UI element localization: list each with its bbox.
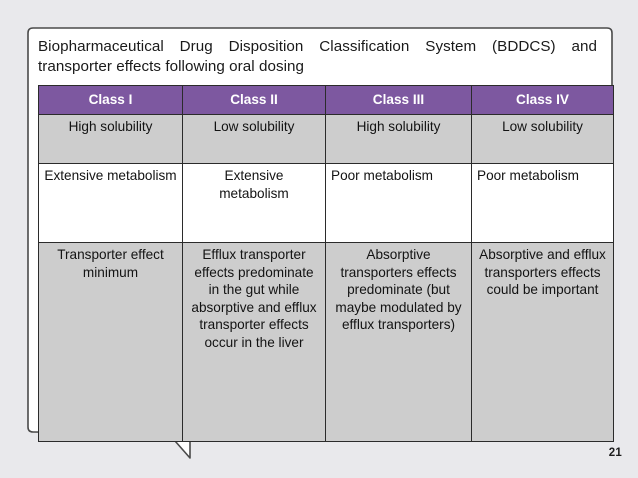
cell-solubility-class-4: Low solubility	[471, 114, 614, 164]
column-header-class-3: Class III	[325, 85, 472, 115]
column-header-class-4: Class IV	[471, 85, 614, 115]
cell-transporter-class-2: Efflux transporter effects predominate i…	[182, 242, 326, 442]
cell-solubility-class-2: Low solubility	[182, 114, 326, 164]
page-title: Biopharmaceutical Drug Disposition Class…	[38, 38, 597, 75]
cell-transporter-class-1: Transporter effect minimum	[38, 242, 183, 442]
cell-metabolism-class-3: Poor metabolism	[325, 163, 472, 243]
bddcs-table: Class I Class II Class III Class IV High…	[38, 85, 614, 442]
slide-content: Biopharmaceutical Drug Disposition Class…	[28, 28, 614, 442]
table-row-solubility: High solubility Low solubility High solu…	[38, 114, 614, 164]
cell-metabolism-class-2: Extensive metabolism	[182, 163, 326, 243]
cell-solubility-class-3: High solubility	[325, 114, 472, 164]
column-header-class-2: Class II	[182, 85, 326, 115]
table-row-metabolism: Extensive metabolism Extensive metabolis…	[38, 163, 614, 243]
cell-metabolism-class-1: Extensive metabolism	[38, 163, 183, 243]
cell-solubility-class-1: High solubility	[38, 114, 183, 164]
column-header-class-1: Class I	[38, 85, 183, 115]
cell-transporter-class-4: Absorptive and efflux transporters effec…	[471, 242, 614, 442]
page-number: 21	[608, 447, 622, 459]
cell-transporter-class-3: Absorptive transporters effects predomin…	[325, 242, 472, 442]
table-row-transporter-effects: Transporter effect minimum Efflux transp…	[38, 242, 614, 442]
cell-metabolism-class-4: Poor metabolism	[471, 163, 614, 243]
table-header-row: Class I Class II Class III Class IV	[38, 85, 614, 115]
